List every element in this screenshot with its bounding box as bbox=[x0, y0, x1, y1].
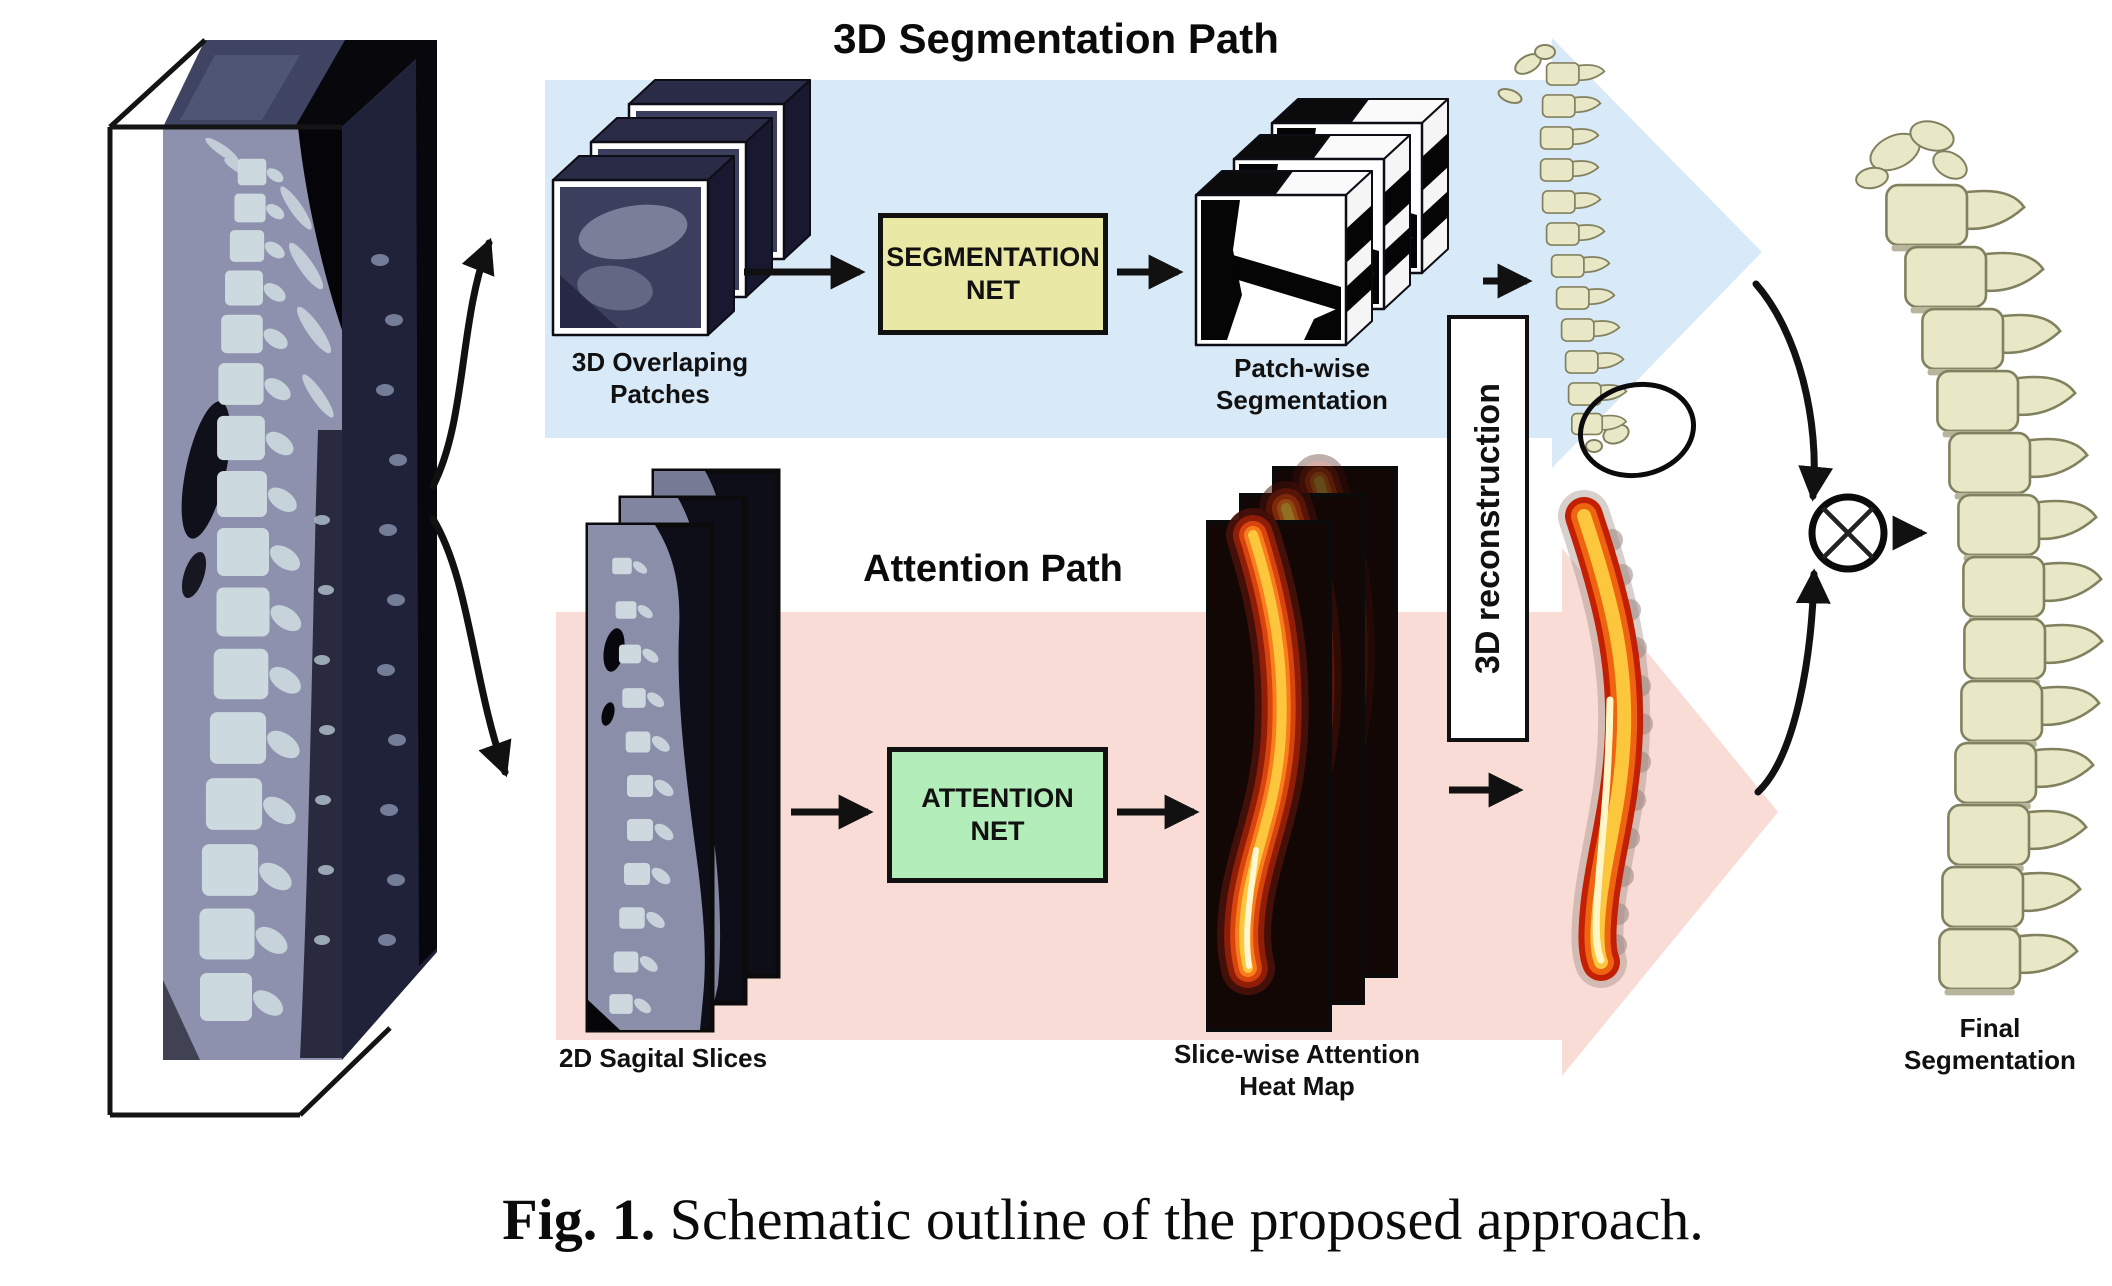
attention-net-box: ATTENTION NET bbox=[887, 747, 1108, 883]
segmentation-net-label-line1: SEGMENTATION bbox=[886, 242, 1100, 272]
arrow-volume-to-slices bbox=[429, 515, 512, 778]
annotation-ellipse bbox=[1577, 381, 1697, 479]
arrow-segspine-to-fusion bbox=[1752, 280, 1834, 502]
final-spine-graphic bbox=[1855, 120, 2104, 997]
patchwise-label-line2: Segmentation bbox=[1216, 385, 1388, 415]
seg-spine-graphic bbox=[1497, 44, 1697, 479]
patchwise-label-line1: Patch-wise bbox=[1234, 353, 1370, 383]
volume-wireframe bbox=[107, 38, 392, 1118]
att-path-title: Attention Path bbox=[863, 548, 1123, 590]
masks-stack-graphic bbox=[1194, 98, 1449, 347]
segmentation-net-label-line2: NET bbox=[966, 275, 1020, 305]
figure-caption: Fig. 1. Schematic outline of the propose… bbox=[103, 1186, 2103, 1253]
caption-text: Schematic outline of the proposed approa… bbox=[655, 1187, 1704, 1252]
slices-label: 2D Sagital Slices bbox=[543, 1042, 783, 1074]
patchwise-label: Patch-wise Segmentation bbox=[1182, 352, 1422, 416]
patches-label-line2: Patches bbox=[610, 379, 710, 409]
heatmaps-stack-graphic bbox=[1206, 468, 1398, 1032]
final-label: Final Segmentation bbox=[1880, 1012, 2100, 1076]
patches-label-line1: 3D Overlaping bbox=[571, 347, 749, 377]
final-label-line2: Segmentation bbox=[1904, 1045, 2076, 1075]
attention-spine-graphic bbox=[1558, 490, 1653, 988]
final-label-line1: Final bbox=[1959, 1013, 2021, 1043]
attention-net-label-line2: NET bbox=[970, 816, 1025, 846]
heatmap-label-line1: Slice-wise Attention bbox=[1173, 1039, 1421, 1069]
ct-volume-graphic bbox=[107, 38, 437, 1118]
arrow-volume-to-patches bbox=[429, 237, 495, 490]
seg-path-title: 3D Segmentation Path bbox=[833, 15, 1279, 62]
heatmap-label: Slice-wise Attention Heat Map bbox=[1167, 1038, 1427, 1102]
segmentation-net-box: SEGMENTATION NET bbox=[878, 213, 1108, 335]
caption-prefix: Fig. 1. bbox=[502, 1187, 656, 1252]
attention-net-label-line1: ATTENTION bbox=[921, 783, 1074, 813]
patches-stack-graphic bbox=[551, 79, 811, 337]
arrow-attspine-to-fusion bbox=[1754, 568, 1831, 796]
fusion-operator-icon bbox=[1808, 493, 1888, 573]
reconstruction-box: 3D reconstruction bbox=[1447, 315, 1529, 742]
reconstruction-label: 3D reconstruction bbox=[1468, 383, 1507, 674]
slices-stack-graphic bbox=[585, 468, 781, 1033]
patches-label: 3D Overlaping Patches bbox=[540, 346, 780, 410]
heatmap-label-line2: Heat Map bbox=[1239, 1071, 1355, 1101]
slices-label-line1: 2D Sagital Slices bbox=[558, 1043, 768, 1073]
